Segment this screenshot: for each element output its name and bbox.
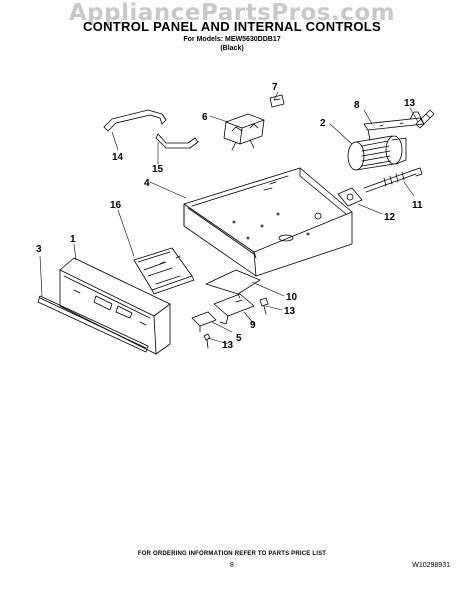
part-5-bracket xyxy=(191,311,217,333)
callout-13-lower: 13 xyxy=(222,340,234,351)
callout-1: 1 xyxy=(70,234,76,245)
callout-14: 14 xyxy=(112,152,124,163)
color-line: (Black) xyxy=(220,45,244,52)
part-2-fan xyxy=(347,135,407,171)
part-12-plate xyxy=(337,187,363,207)
callout-8: 8 xyxy=(354,100,360,111)
part-1-control-panel xyxy=(59,257,171,355)
callout-9: 9 xyxy=(250,320,256,331)
ordering-note: FOR ORDERING INFORMATION REFER TO PARTS … xyxy=(137,551,327,557)
callout-10: 10 xyxy=(286,292,298,303)
callout-13-middle: 13 xyxy=(284,306,296,317)
callout-6: 6 xyxy=(202,112,208,123)
callout-12: 12 xyxy=(384,212,396,223)
part-4-chassis xyxy=(183,167,353,277)
callout-2: 2 xyxy=(320,118,326,129)
part-6-relay xyxy=(223,113,265,151)
part-14-tube xyxy=(103,109,167,132)
model-line: For Models: MEW5630DDB17 xyxy=(183,36,281,43)
document-code: W10298931 xyxy=(412,562,450,569)
part-13-screw-middle xyxy=(259,297,269,315)
part-10-shield xyxy=(205,269,261,299)
callout-15: 15 xyxy=(152,164,164,175)
callout-5: 5 xyxy=(236,333,242,344)
part-13-screw-lower xyxy=(203,333,211,349)
part-9-bracket xyxy=(213,293,255,325)
callout-labels: 1 2 3 4 5 6 7 8 9 10 11 12 13 13 13 14 1… xyxy=(36,82,423,351)
part-16-control-board xyxy=(133,247,195,295)
callout-13-top: 13 xyxy=(404,98,416,109)
callout-7: 7 xyxy=(272,82,278,93)
callout-11: 11 xyxy=(412,200,423,211)
part-15-tube xyxy=(155,133,199,149)
callout-4: 4 xyxy=(144,178,150,189)
page-title: CONTROL PANEL AND INTERNAL CONTROLS xyxy=(83,19,381,34)
part-3-trim xyxy=(37,295,149,353)
leader-lines xyxy=(39,91,419,345)
callout-16: 16 xyxy=(110,200,122,211)
callout-3: 3 xyxy=(36,244,42,255)
watermark: AppliancePartsPros.com xyxy=(68,0,396,26)
page-number: 8 xyxy=(230,562,234,569)
part-13-screw-top xyxy=(415,109,435,129)
part-7-clip xyxy=(269,94,285,108)
part-11-shaft xyxy=(363,167,423,193)
